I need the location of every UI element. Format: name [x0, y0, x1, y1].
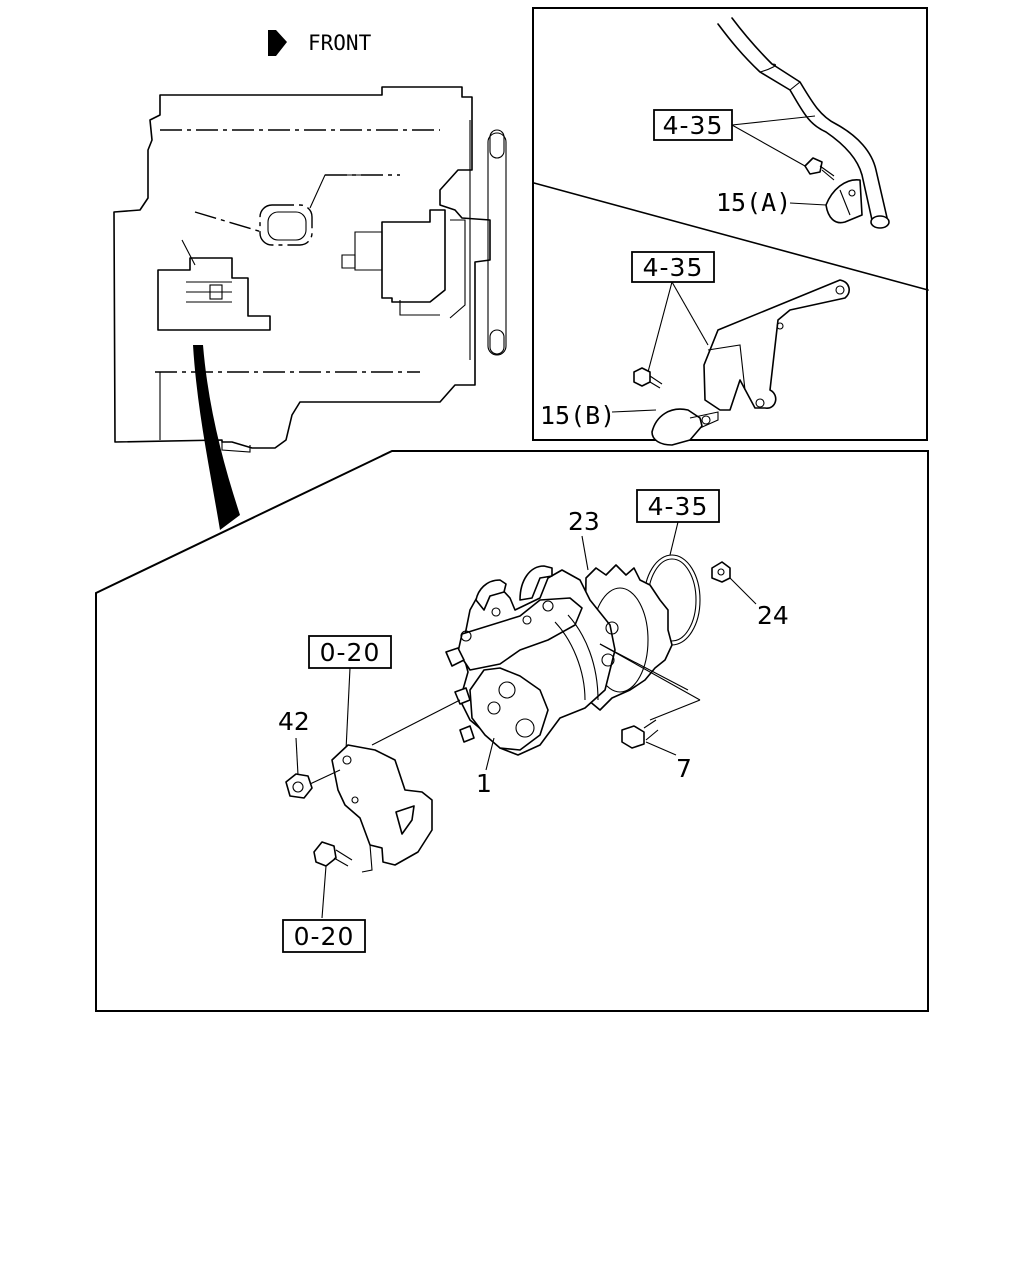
- inset-frame: [532, 7, 928, 441]
- part-42: 42: [278, 707, 310, 736]
- ref-0-20-bottom: 0-20: [294, 922, 355, 951]
- main-pump-detail: 7 24 23 4-35 1 0-20 42: [95, 450, 929, 1012]
- pump-bracket: [331, 744, 433, 873]
- part-15b: 15(B): [540, 401, 615, 430]
- main-frame: [95, 450, 929, 1012]
- inset-hose-bracket: 4-35 15(A) 4-35 15(B): [532, 7, 929, 446]
- ref-4-35-bracket: 4-35: [643, 253, 704, 282]
- part-7: 7: [676, 754, 692, 783]
- part-24: 24: [757, 601, 789, 630]
- ref-4-35-gear: 4-35: [648, 492, 709, 521]
- front-label: FRONT: [308, 31, 372, 55]
- inset-divider: [533, 182, 929, 291]
- ref-0-20-top: 0-20: [320, 638, 381, 667]
- ref-4-35-hose: 4-35: [663, 111, 724, 140]
- part-23: 23: [568, 507, 600, 536]
- front-indicator: FRONT: [268, 30, 372, 56]
- pump-body: [445, 565, 619, 756]
- part-15a: 15(A): [716, 188, 791, 217]
- engine-overview: [113, 86, 507, 453]
- callout-arrow: [193, 345, 240, 530]
- part-1: 1: [476, 769, 492, 798]
- front-arrow-icon: [268, 30, 287, 56]
